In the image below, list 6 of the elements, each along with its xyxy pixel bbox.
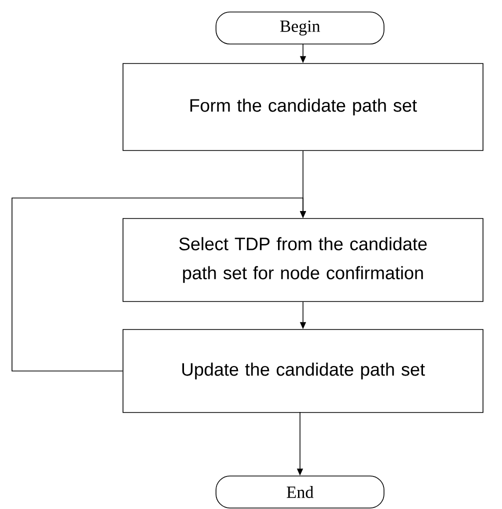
arrow [12, 198, 306, 372]
process-box: Update the candidate path set [122, 329, 484, 413]
process-box: Select TDP from the candidate path set for node confirmation [122, 218, 484, 302]
terminal-box: Begin [216, 12, 384, 44]
terminal-box: End [216, 476, 384, 508]
process-box: Form the candidate path set [122, 63, 484, 151]
